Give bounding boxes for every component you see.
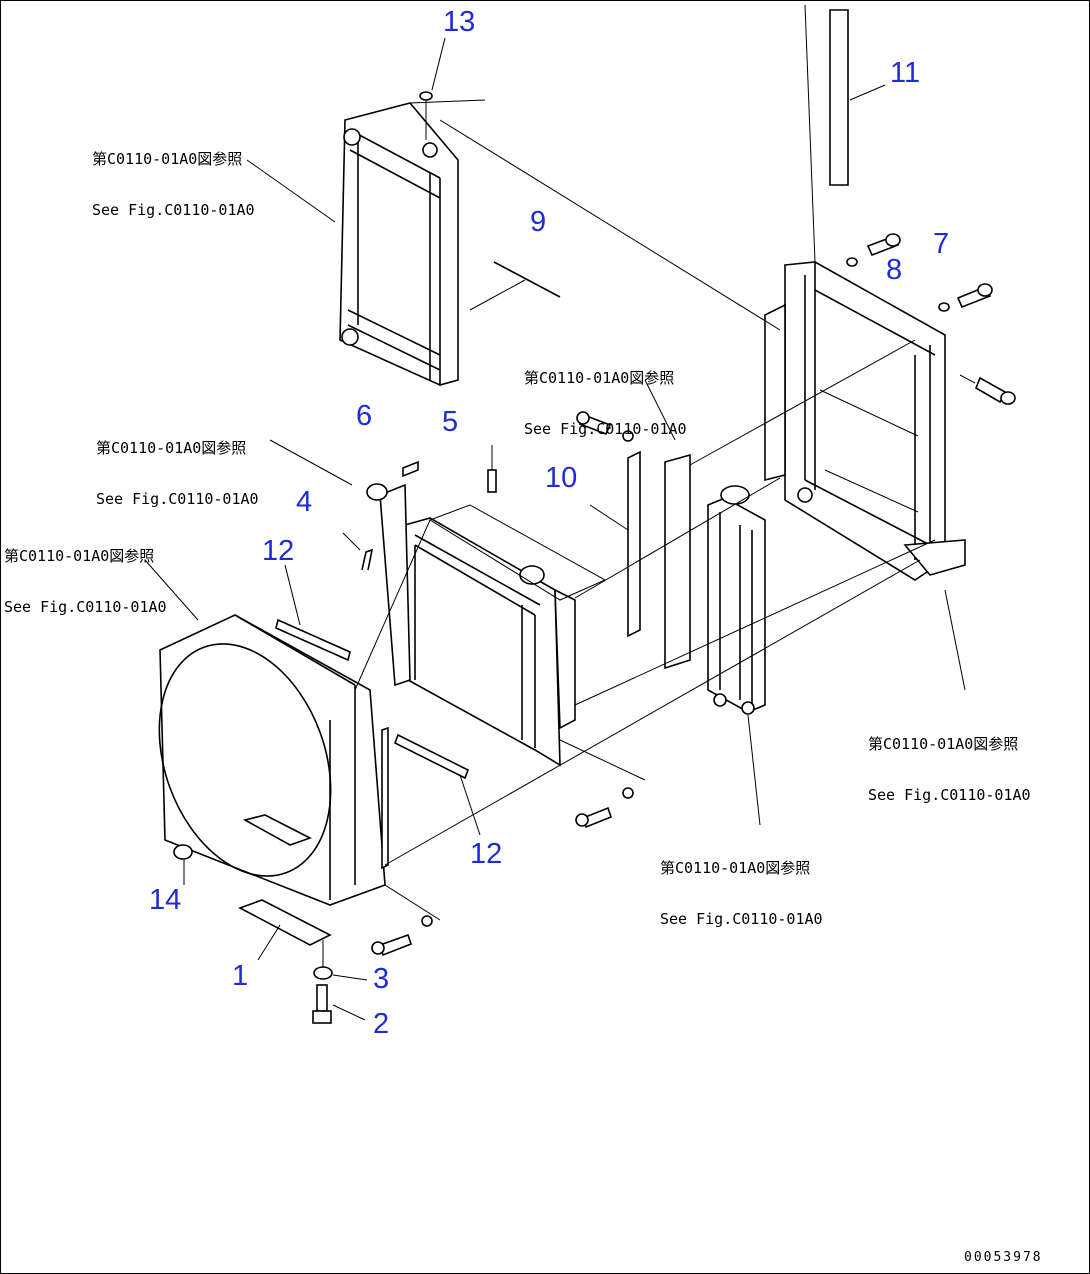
callout-11: 11 — [890, 57, 921, 89]
reference-en: See Fig.C0110-01A0 — [92, 201, 255, 219]
cap-part-13 — [419, 91, 433, 140]
strip-part-10 — [589, 450, 691, 670]
reference-jp: 第C0110-01A0図参照 — [660, 859, 811, 877]
extra-bolts — [371, 411, 634, 957]
reference-note-oil-cooler: 第C0110-01A0図参照 See Fig.C0110-01A0 — [660, 826, 823, 962]
reference-en: See Fig.C0110-01A0 — [660, 910, 823, 928]
reference-en: See Fig.C0110-01A0 — [868, 786, 1031, 804]
callout-2: 2 — [373, 1008, 390, 1040]
reference-note-radiator: 第C0110-01A0図参照 See Fig.C0110-01A0 — [92, 117, 255, 253]
reference-note-aftercooler: 第C0110-01A0図参照 See Fig.C0110-01A0 — [524, 336, 687, 472]
reference-jp: 第C0110-01A0図参照 — [96, 439, 247, 457]
reference-jp: 第C0110-01A0図参照 — [868, 735, 1019, 753]
reference-jp: 第C0110-01A0図参照 — [4, 547, 155, 565]
small-parts-4-5-6 — [342, 445, 497, 571]
callout-7: 7 — [933, 228, 950, 260]
reference-jp: 第C0110-01A0図参照 — [524, 369, 675, 387]
bolts-part-7-8 — [846, 233, 1016, 405]
callout-4: 4 — [296, 486, 313, 518]
seal-part-9 — [493, 261, 561, 298]
reference-jp: 第C0110-01A0図参照 — [92, 150, 243, 168]
radiator-part — [339, 99, 486, 386]
oil-cooler-part — [707, 485, 766, 715]
callout-10: 10 — [545, 462, 578, 494]
callout-9: 9 — [530, 206, 547, 238]
strip-part-11 — [829, 9, 886, 186]
strip-part-12-lower — [393, 733, 470, 780]
callout-1: 1 — [232, 960, 249, 992]
frame-part — [764, 4, 966, 581]
reference-en: See Fig.C0110-01A0 — [4, 598, 167, 616]
callout-14: 14 — [149, 884, 182, 916]
reference-en: See Fig.C0110-01A0 — [524, 420, 687, 438]
callout-13: 13 — [443, 6, 476, 38]
bolt-part-2-washer-3 — [312, 940, 333, 1024]
plate-part-1 — [238, 899, 332, 946]
document-number: 00053978 — [964, 1250, 1043, 1265]
reference-note-frame: 第C0110-01A0図参照 See Fig.C0110-01A0 — [868, 702, 1031, 838]
callout-5: 5 — [442, 406, 459, 438]
reference-en: See Fig.C0110-01A0 — [96, 490, 259, 508]
reference-note-radiator-lower: 第C0110-01A0図参照 See Fig.C0110-01A0 — [96, 406, 259, 542]
callout-12-lower: 12 — [470, 838, 503, 870]
assembly-lines — [354, 119, 936, 921]
callout-6: 6 — [356, 400, 373, 432]
leader-lines — [144, 37, 966, 1021]
callout-3: 3 — [373, 963, 390, 995]
callout-12-upper: 12 — [262, 535, 295, 567]
callout-8: 8 — [886, 254, 903, 286]
bushing-part-14 — [173, 844, 193, 860]
fan-shroud-part — [158, 614, 389, 906]
strip-part-12-upper — [275, 618, 351, 662]
reference-note-shroud: 第C0110-01A0図参照 See Fig.C0110-01A0 — [4, 514, 167, 650]
cooler-core-part — [366, 483, 607, 767]
